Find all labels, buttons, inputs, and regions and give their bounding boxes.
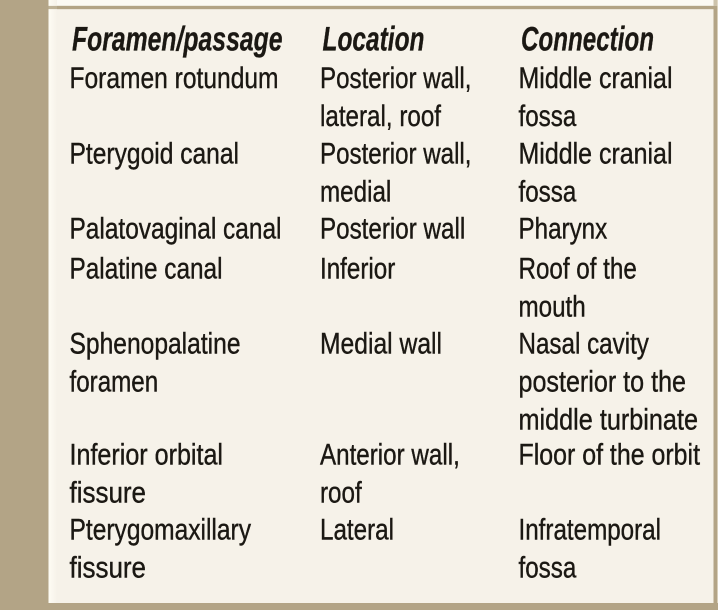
svg-text:Palatovaginal canal: Palatovaginal canal <box>70 212 282 245</box>
svg-text:Posterior wall: Posterior wall <box>320 212 465 245</box>
svg-text:Posterior wall,: Posterior wall, <box>320 62 472 95</box>
svg-text:Medial wall: Medial wall <box>320 328 442 361</box>
svg-text:Anterior wall,: Anterior wall, <box>320 438 460 471</box>
svg-text:posterior to the: posterior to the <box>519 366 687 399</box>
svg-text:Pharynx: Pharynx <box>519 212 608 245</box>
svg-text:Pterygoid canal: Pterygoid canal <box>70 137 240 170</box>
svg-text:Lateral: Lateral <box>320 514 394 547</box>
svg-text:Middle cranial: Middle cranial <box>519 62 673 95</box>
svg-text:Sphenopalatine: Sphenopalatine <box>70 328 241 361</box>
svg-text:middle turbinate: middle turbinate <box>519 404 699 437</box>
svg-text:fossa: fossa <box>519 100 577 133</box>
svg-text:lateral, roof: lateral, roof <box>320 100 442 133</box>
svg-text:fossa: fossa <box>519 175 577 208</box>
svg-text:Foramen/passage: Foramen/passage <box>72 20 283 58</box>
svg-text:Inferior: Inferior <box>320 253 395 286</box>
svg-text:Posterior wall,: Posterior wall, <box>320 137 472 170</box>
svg-text:roof: roof <box>320 476 362 509</box>
svg-text:fissure: fissure <box>70 552 147 585</box>
svg-text:Connection: Connection <box>521 20 654 58</box>
svg-text:Middle cranial: Middle cranial <box>519 137 673 170</box>
svg-text:foramen: foramen <box>70 366 159 399</box>
svg-text:mouth: mouth <box>519 291 586 324</box>
svg-text:Pterygomaxillary: Pterygomaxillary <box>70 514 252 547</box>
svg-text:fossa: fossa <box>519 552 577 585</box>
svg-text:medial: medial <box>320 175 391 208</box>
svg-text:Infratemporal: Infratemporal <box>519 514 662 547</box>
svg-text:Roof of the: Roof of the <box>519 253 637 286</box>
svg-text:fissure: fissure <box>70 476 147 509</box>
svg-text:Location: Location <box>323 20 425 58</box>
svg-text:Nasal cavity: Nasal cavity <box>519 328 649 361</box>
svg-text:Floor of the orbit: Floor of the orbit <box>519 438 701 471</box>
svg-text:Inferior orbital: Inferior orbital <box>70 438 224 471</box>
svg-text:Foramen rotundum: Foramen rotundum <box>70 62 279 95</box>
svg-text:Palatine canal: Palatine canal <box>70 253 223 286</box>
